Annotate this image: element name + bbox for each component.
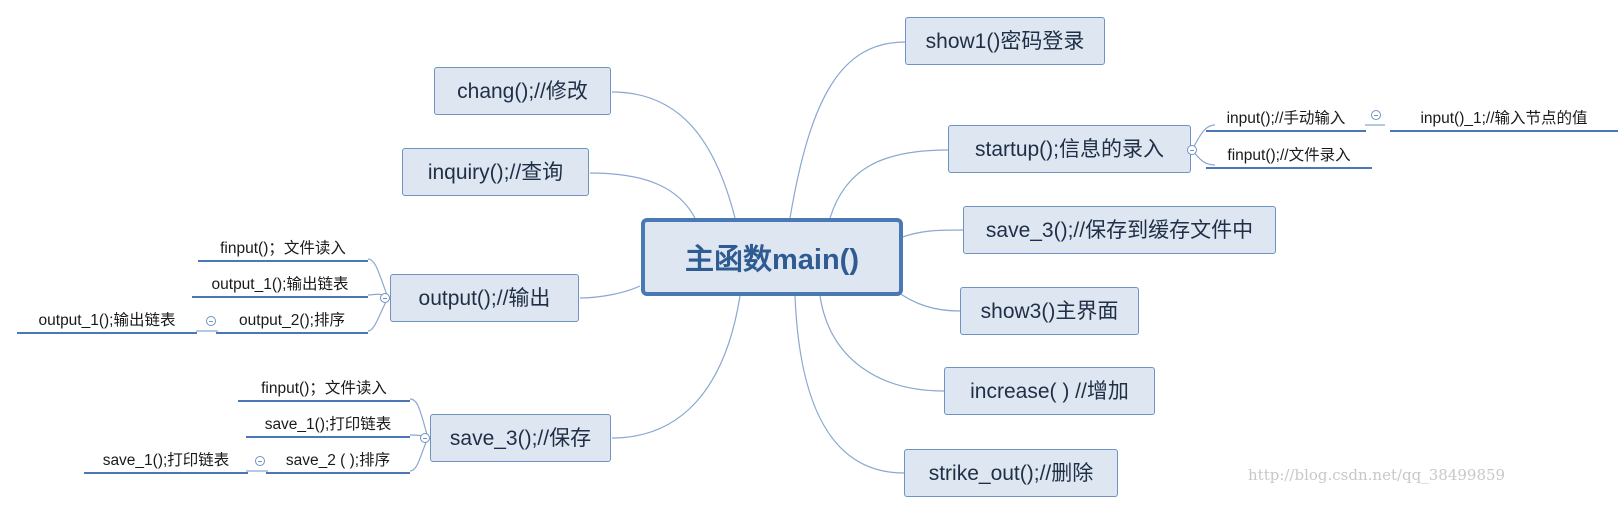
branch-node-save3-save[interactable]: save_3();//保存 [430,414,611,462]
root-node-main[interactable]: 主函数main() [641,218,903,296]
connector-root-increase [819,295,945,392]
branch-node-save3-cache[interactable]: save_3();//保存到缓存文件中 [963,206,1276,254]
collapse-toggle-output2[interactable] [206,316,216,326]
collapse-toggle-save2[interactable] [255,456,265,466]
connector-root-output [579,285,641,299]
connector-root-save3l [611,295,741,439]
collapse-toggle-output[interactable] [380,293,390,303]
collapse-toggle-save3[interactable] [420,433,430,443]
connector-save3-finput [409,398,429,439]
connector-root-show1 [789,41,906,219]
leaf-save3-finput[interactable]: finput()；文件读入 [238,376,410,402]
connector-root-startup [829,149,949,219]
leaf-save2-save1[interactable]: save_1();打印链表 [84,448,248,474]
connector-output-finput [367,258,389,299]
branch-node-strike-out[interactable]: strike_out();//删除 [904,449,1118,497]
connector-root-chang [611,91,736,219]
leaf-input[interactable]: input();//手动输入 [1206,106,1366,132]
collapse-toggle-startup[interactable] [1187,145,1197,155]
connector-root-strike [794,295,905,474]
branch-node-chang[interactable]: chang();//修改 [434,67,611,115]
leaf-output2-output1[interactable]: output_1();输出链表 [17,308,197,334]
watermark-url: http://blog.csdn.net/qq_38499859 [1248,466,1506,484]
leaf-finput[interactable]: finput();//文件录入 [1206,143,1372,169]
leaf-save3-save1[interactable]: save_1();打印链表 [246,412,410,438]
leaf-output-finput[interactable]: finput()；文件读入 [198,236,368,262]
branch-node-show3[interactable]: show3()主界面 [960,287,1139,335]
leaf-input-1[interactable]: input()_1;//输入节点的值 [1390,106,1618,132]
branch-node-show1[interactable]: show1()密码登录 [905,17,1105,65]
branch-node-output[interactable]: output();//输出 [390,274,579,322]
branch-node-startup[interactable]: startup();信息的录入 [948,125,1191,173]
branch-node-inquiry[interactable]: inquiry();//查询 [402,148,589,196]
connector-root-save3r [899,229,964,239]
leaf-output-output1[interactable]: output_1();输出链表 [192,272,368,298]
connector-root-inquiry [589,172,696,219]
leaf-save3-save2[interactable]: save_2 ( );排序 [266,448,410,474]
collapse-toggle-input[interactable] [1371,110,1381,120]
connector-root-show3 [894,289,961,312]
branch-node-increase[interactable]: increase( ) //增加 [944,367,1155,415]
leaf-output-output2[interactable]: output_2();排序 [216,308,368,334]
